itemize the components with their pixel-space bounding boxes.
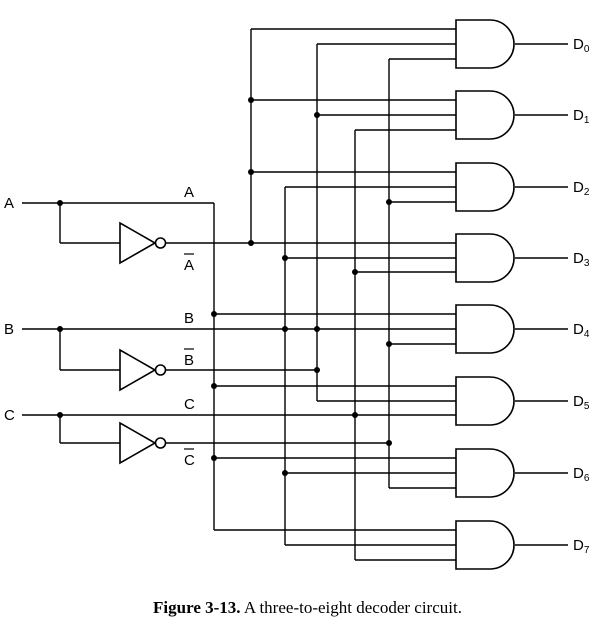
output-label-d6: D6: [573, 465, 590, 484]
and-gate-d0: [455, 19, 515, 69]
wires: [22, 28, 568, 561]
figure-caption-text: A three-to-eight decoder circuit.: [243, 598, 462, 617]
line-label-a: A: [184, 184, 194, 201]
input-label-c: C: [4, 407, 15, 424]
and-gate-d5: [455, 376, 515, 426]
inverter-b: [119, 348, 167, 392]
junction-dots: [57, 97, 392, 476]
input-label-a: A: [4, 195, 14, 212]
figure-number: Figure 3-13.: [153, 598, 241, 617]
and-gate-d4: [455, 304, 515, 354]
figure-caption: Figure 3-13. A three-to-eight decoder ci…: [0, 598, 615, 618]
output-label-d1: D1: [573, 107, 590, 126]
and-gate-d6: [455, 448, 515, 498]
decoder-circuit-diagram: A B C A A B B C C D0 D1 D2 D3 D4 D5 D6 D…: [4, 19, 590, 570]
and-gate-d3: [455, 233, 515, 283]
output-label-d5: D5: [573, 393, 590, 412]
output-label-d0: D0: [573, 36, 590, 55]
input-label-b: B: [4, 321, 14, 338]
and-gates: [455, 19, 515, 570]
line-label-c-complement: C: [184, 452, 195, 469]
inverter-a: [119, 221, 167, 265]
output-label-d4: D4: [573, 321, 590, 340]
output-label-d7: D7: [573, 537, 590, 556]
and-gate-d7: [455, 520, 515, 570]
and-gate-d2: [455, 162, 515, 212]
line-label-c: C: [184, 396, 195, 413]
and-gate-d1: [455, 90, 515, 140]
output-label-d3: D3: [573, 250, 590, 269]
output-label-d2: D2: [573, 179, 590, 198]
inverter-c: [119, 421, 167, 465]
line-label-b-complement: B: [184, 352, 194, 369]
line-label-b: B: [184, 310, 194, 327]
line-label-a-complement: A: [184, 257, 194, 274]
